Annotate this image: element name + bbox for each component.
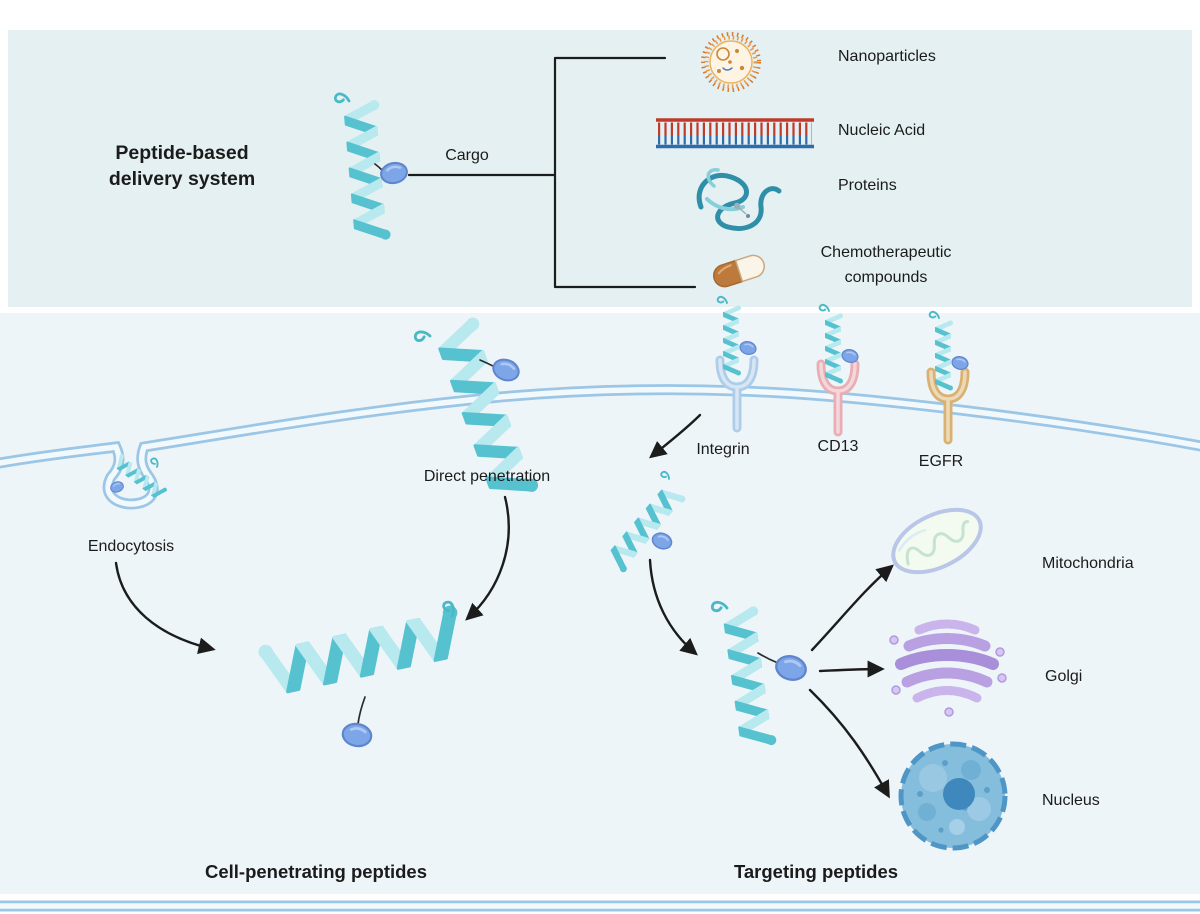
endocytosis-label: Endocytosis bbox=[87, 538, 175, 555]
cargo-bracket bbox=[407, 56, 697, 289]
cargo-label: Cargo bbox=[445, 147, 489, 164]
mitochondria-label: Mitochondria bbox=[1042, 555, 1134, 572]
proteins-label: Proteins bbox=[838, 177, 897, 194]
golgi-label: Golgi bbox=[1045, 668, 1083, 685]
page-title-line2: delivery system bbox=[108, 168, 256, 191]
endocytosis-arrow bbox=[114, 561, 216, 655]
peptide-tail-icon bbox=[333, 91, 351, 105]
to-mitochondria-arrow bbox=[810, 564, 894, 652]
to-nucleus-arrow bbox=[808, 688, 890, 799]
cargo-peptide-icon bbox=[333, 91, 411, 243]
cd13-label: CD13 bbox=[817, 438, 859, 455]
delivery-system-panel bbox=[8, 30, 1192, 307]
direct-penetration-label: Direct penetration bbox=[423, 468, 551, 485]
integrin-label: Integrin bbox=[696, 441, 750, 458]
cargo-blob-icon bbox=[489, 354, 523, 386]
protein-icon bbox=[696, 168, 782, 231]
direct-penetration-peptide-icon bbox=[412, 315, 540, 506]
nucleic-acid-label: Nucleic Acid bbox=[838, 122, 926, 139]
peptide-tail-icon bbox=[412, 326, 432, 345]
cargo-blob-icon bbox=[377, 159, 411, 187]
internalized-peptide-icon bbox=[604, 470, 687, 574]
nucleus-icon bbox=[898, 741, 1008, 851]
cell-membrane bbox=[0, 384, 1200, 510]
egfr-label: EGFR bbox=[918, 453, 964, 470]
section-title-cell-penetrating: Cell-penetrating peptides bbox=[204, 861, 428, 882]
capsule-icon bbox=[712, 254, 766, 288]
page-title-line1: Peptide-based bbox=[115, 142, 249, 164]
golgi-icon bbox=[889, 619, 1007, 717]
to-golgi-arrow bbox=[818, 660, 885, 678]
peptide-tail-icon bbox=[148, 456, 162, 468]
nucleus-label: Nucleus bbox=[1042, 792, 1100, 809]
cd13-receptor-icon bbox=[820, 303, 861, 432]
trafficking-arrow bbox=[648, 558, 698, 656]
cargo-blob-icon bbox=[772, 651, 810, 685]
nucleolus-icon bbox=[943, 778, 975, 810]
page-title: Peptide-based delivery system bbox=[57, 140, 307, 193]
chemotherapeutic-compounds-label: Chemotherapeutic compounds bbox=[820, 244, 952, 286]
nucleic-acid-icon bbox=[656, 118, 814, 149]
direct-penetration-arrow bbox=[465, 495, 510, 621]
cytosol-peptide-icon bbox=[257, 598, 467, 750]
integrin-receptor-icon bbox=[718, 295, 758, 428]
section-title-targeting: Targeting peptides bbox=[733, 861, 899, 882]
mitochondria-icon bbox=[891, 507, 983, 575]
targeting-peptide-icon bbox=[709, 598, 810, 750]
integrin-internalization-arrow bbox=[649, 413, 702, 459]
egfr-receptor-icon bbox=[930, 310, 971, 440]
nanoparticles-label: Nanoparticles bbox=[838, 48, 936, 65]
nanoparticle-icon bbox=[701, 32, 761, 92]
cargo-blob-icon bbox=[339, 720, 375, 750]
